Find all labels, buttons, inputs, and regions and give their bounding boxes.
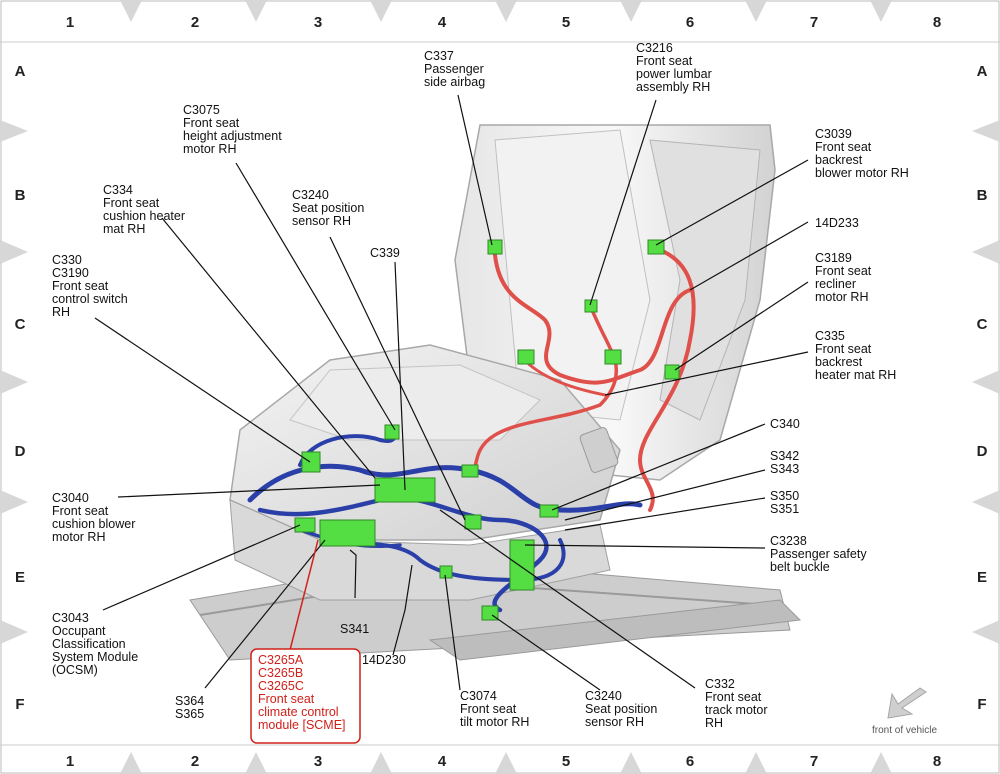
grid-row-labels-left: A B C D E F (15, 63, 26, 713)
connector-c339-shape (461, 464, 479, 478)
label-s350: S350 S351 (770, 489, 803, 516)
cushion-top (289, 364, 541, 441)
scme-callout-box (250, 648, 361, 744)
row-d-left: D (15, 443, 26, 460)
label-c335: C335 Front seat backrest heater mat RH (815, 329, 896, 382)
col-5-bottom: 5 (562, 753, 570, 770)
connector-c3039-shape (647, 239, 665, 255)
col-1-top: 1 (66, 14, 74, 31)
row-e-right: E (977, 569, 987, 586)
label-c3240-lower: C3240 Seat position sensor RH (585, 689, 661, 729)
col-1-bottom: 1 (66, 753, 74, 770)
label-c3240-upper: C3240 Seat position sensor RH (292, 188, 368, 228)
label-c3216: C3216 Front seat power lumbar assembly R… (636, 41, 715, 94)
grid-column-labels-bottom: 1 2 3 4 5 6 7 8 (66, 753, 941, 770)
connector-c340-shape (539, 504, 559, 518)
label-c330: C330 C3190 Front seat control switch RH (52, 253, 131, 319)
front-of-vehicle-indicator: front of vehicle (872, 687, 937, 736)
row-f-left: F (15, 696, 24, 713)
connector-heater-shape (517, 349, 535, 365)
connector-c335-shape (664, 364, 680, 380)
label-c3075: C3075 Front seat height adjustment motor… (183, 103, 285, 156)
label-c332: C332 Front seat track motor RH (705, 677, 771, 730)
label-c3265-scme: C3265A C3265B C3265C Front seat climate … (258, 653, 346, 732)
label-c3043: C3043 Occupant Classification System Mod… (52, 611, 142, 677)
connector-c330-shape (301, 451, 321, 473)
connector-c3075-shape (384, 424, 400, 440)
row-a-right: A (977, 63, 988, 80)
seat-belt-buckle-shape (579, 427, 619, 473)
label-c334: C334 Front seat cushion heater mat RH (103, 183, 189, 236)
col-2-top: 2 (191, 14, 199, 31)
col-3-top: 3 (314, 14, 322, 31)
col-6-bottom: 6 (686, 753, 694, 770)
label-c3238: C3238 Passenger safety belt buckle (770, 534, 870, 574)
col-6-top: 6 (686, 14, 694, 31)
row-a-left: A (15, 63, 26, 80)
recliner-harness-red (638, 246, 696, 512)
connector-scme-shape (319, 519, 376, 547)
label-s342: S342 S343 (770, 449, 803, 476)
label-c337: C337 Passenger side airbag (424, 49, 487, 89)
connector-c3189-shape (604, 349, 622, 365)
row-b-right: B (977, 187, 988, 204)
col-2-bottom: 2 (191, 753, 199, 770)
col-8-bottom: 8 (933, 753, 941, 770)
label-c340: C340 (770, 417, 800, 431)
scme-leader (289, 539, 319, 651)
label-s364: S364 S365 (175, 694, 208, 721)
connector-c3240a-shape (464, 514, 482, 530)
row-c-left: C (15, 316, 26, 333)
connector-c3238-shape (509, 539, 535, 591)
label-c3040: C3040 Front seat cushion blower motor RH (52, 491, 139, 544)
row-c-right: C (977, 316, 988, 333)
seat-track-rail-rear (428, 599, 802, 661)
row-d-right: D (977, 443, 988, 460)
label-c339: C339 (370, 246, 400, 260)
label-c3189: C3189 Front seat recliner motor RH (815, 251, 875, 304)
label-c3039: C3039 Front seat backrest blower motor R… (815, 127, 909, 180)
front-arrow-icon (887, 687, 927, 719)
col-7-top: 7 (810, 14, 818, 31)
row-f-right: F (977, 696, 986, 713)
connector-c3074-shape (439, 565, 453, 579)
col-8-top: 8 (933, 14, 941, 31)
row-b-left: B (15, 187, 26, 204)
row-e-left: E (15, 569, 25, 586)
leader-lines (94, 94, 809, 691)
col-5-top: 5 (562, 14, 570, 31)
connector-c337-shape (487, 239, 503, 255)
connectors (294, 239, 680, 621)
label-14d233: 14D233 (815, 216, 859, 230)
label-c3074: C3074 Front seat tilt motor RH (460, 689, 529, 729)
backrest-bolster (649, 139, 761, 421)
col-4-bottom: 4 (438, 753, 447, 770)
grid-row-labels-right: A B C D E F (977, 63, 988, 713)
label-s341: S341 (340, 622, 369, 636)
col-7-bottom: 7 (810, 753, 818, 770)
label-14d230: 14D230 (362, 653, 406, 667)
col-3-bottom: 3 (314, 753, 322, 770)
col-4-top: 4 (438, 14, 447, 31)
connector-c3043-shape (294, 517, 316, 533)
backrest-harness-red (493, 253, 692, 385)
front-of-vehicle-label: front of vehicle (872, 725, 937, 736)
grid-column-labels-top: 1 2 3 4 5 6 7 8 (66, 14, 941, 31)
